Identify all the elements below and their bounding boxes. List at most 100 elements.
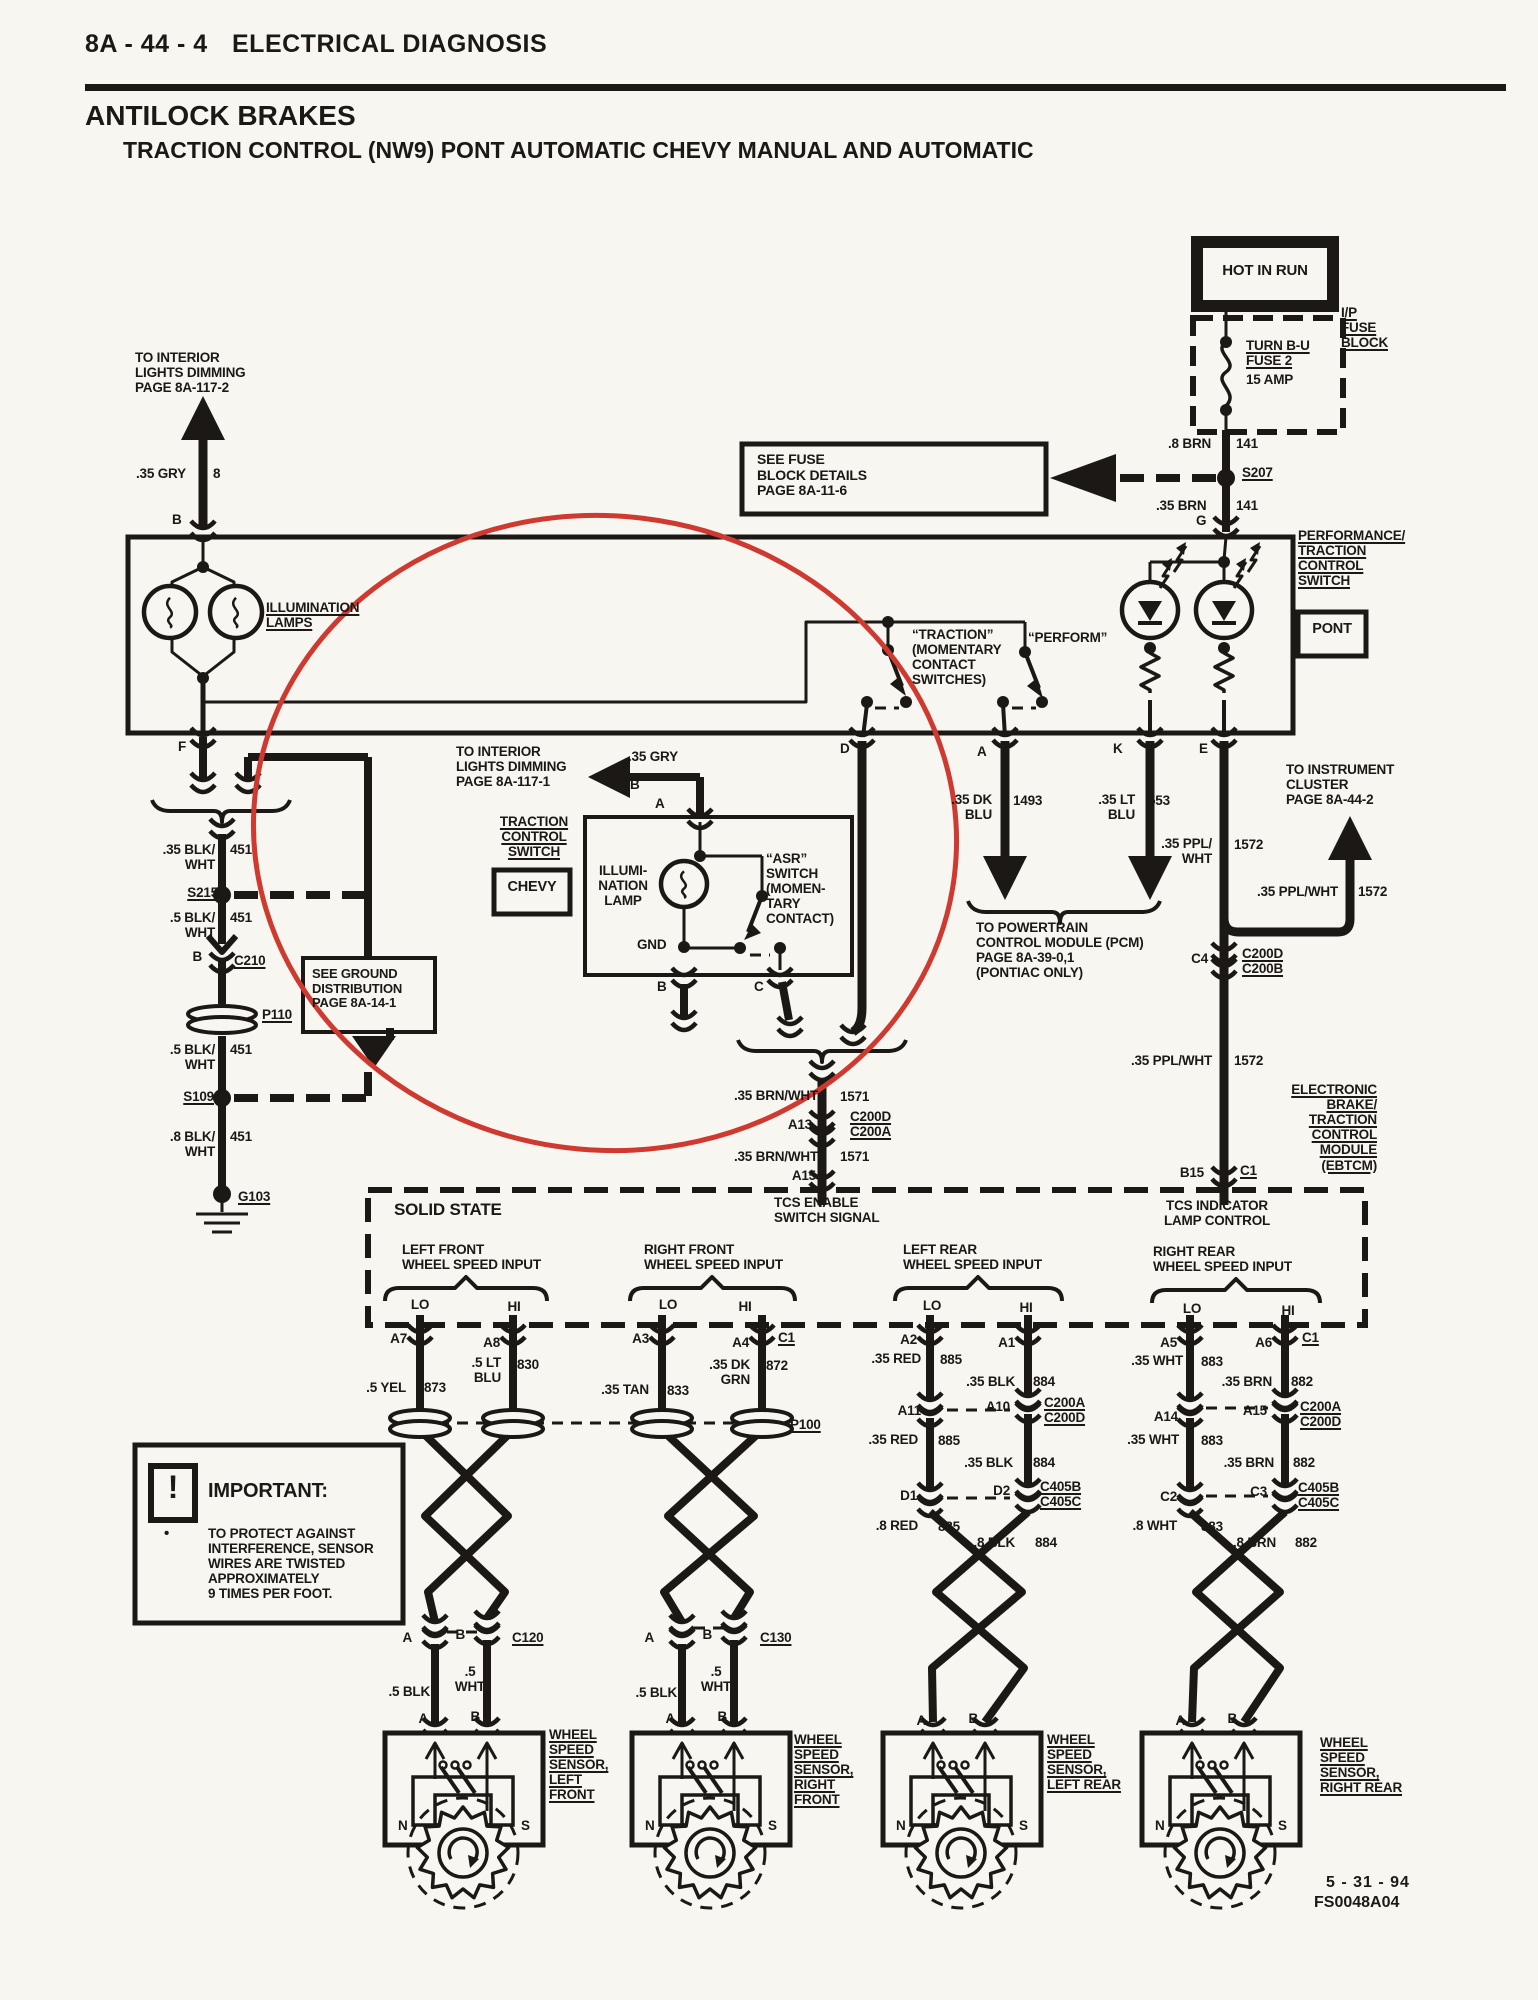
pin-a4: A4: [732, 1335, 749, 1350]
conn-c1-b15: C1: [1240, 1163, 1257, 1178]
wire-833-gauge: .35 TAN: [601, 1382, 649, 1397]
rr-lo: LO: [1182, 1301, 1202, 1316]
section-title: ANTILOCK BRAKES: [85, 100, 356, 131]
term-a-lf: A: [418, 1711, 428, 1726]
pin-a8: A8: [483, 1335, 500, 1350]
pin-d2: D2: [993, 1483, 1010, 1498]
sensor-rr-title: WHEEL SPEED SENSOR, RIGHT REAR: [1320, 1735, 1402, 1796]
wire-883c-circuit: 883: [1201, 1519, 1223, 1534]
conn-c200-rr: C200A C200D: [1300, 1399, 1342, 1430]
term-k: K: [1113, 741, 1123, 756]
wire-1571b-gauge: .35 BRN/WHT: [733, 1149, 818, 1164]
wire-451b-gauge: .5 BLK/ WHT: [169, 910, 215, 941]
rf-pole-s: S: [768, 1818, 777, 1833]
wire-5blk-rf: .5 BLK: [635, 1685, 677, 1700]
ref-instrument-cluster: TO INSTRUMENT CLUSTER PAGE 8A-44-2: [1286, 762, 1395, 808]
pin-a11: A11: [897, 1403, 922, 1418]
term-a-c120: A: [402, 1630, 412, 1645]
ground-g103: G103: [238, 1189, 271, 1204]
term-a-c130: A: [644, 1630, 654, 1645]
wire-883c-gauge: .8 WHT: [1132, 1518, 1177, 1533]
term-b-chevy: B: [657, 979, 667, 994]
chapter-title: ELECTRICAL DIAGNOSIS: [232, 30, 548, 58]
performance-switch-title: PERFORMANCE/ TRACTION CONTROL SWITCH: [1298, 528, 1406, 589]
wire-872-circuit: 872: [766, 1358, 788, 1373]
pin-a15: A15: [791, 1168, 816, 1183]
wire-451b-circuit: 451: [230, 910, 252, 925]
conn-c120: C120: [512, 1630, 544, 1645]
sensor-lr-title: WHEEL SPEED SENSOR, LEFT REAR: [1047, 1732, 1121, 1793]
wire-883a-circuit: 883: [1201, 1354, 1223, 1369]
wire-1572b-gauge: .35 PPL/WHT: [1256, 884, 1338, 899]
lr-pole-s: S: [1019, 1818, 1028, 1833]
lr-lo: LO: [922, 1298, 942, 1313]
ref-interior-dimming-1: TO INTERIOR LIGHTS DIMMING PAGE 8A-117-1: [456, 744, 567, 790]
wire-882b-gauge: .35 BRN: [1223, 1455, 1275, 1470]
wire-884b-gauge: .35 BLK: [964, 1455, 1013, 1470]
chevy-tag: CHEVY: [507, 879, 557, 895]
wire-872-gauge: .35 DK GRN: [709, 1357, 750, 1388]
important-exclaim: !: [167, 1469, 179, 1505]
wire-883a-gauge: .35 WHT: [1131, 1353, 1183, 1368]
wire-1572c-circuit: 1572: [1234, 1053, 1264, 1068]
splice-s109: S109: [183, 1089, 214, 1104]
wire-451c-gauge: .5 BLK/ WHT: [169, 1042, 215, 1073]
pin-d1: D1: [900, 1488, 917, 1503]
wire-1571a-gauge: .35 BRN/WHT: [733, 1088, 818, 1103]
wire-451a-circuit: 451: [230, 842, 252, 857]
term-b-lr: B: [968, 1711, 978, 1726]
wire-873-gauge: .5 YEL: [366, 1380, 406, 1395]
pin-a7: A7: [390, 1331, 407, 1346]
lf-lo: LO: [410, 1297, 430, 1312]
wire-8brn-gauge: .8 BRN: [1168, 436, 1212, 451]
conn-c405-rr: C405B C405C: [1298, 1480, 1340, 1511]
wire-1572c-gauge: .35 PPL/WHT: [1130, 1053, 1212, 1068]
wire-884c-gauge: .8 BLK: [973, 1535, 1015, 1550]
figure-code: FS0048A04: [1314, 1894, 1400, 1911]
wire-gry8-circuit: 8: [213, 466, 221, 481]
splice-s215: S215: [187, 885, 218, 900]
term-b-lf: B: [470, 1709, 480, 1724]
tcs-indicator-label: TCS INDICATOR LAMP CONTROL: [1163, 1198, 1271, 1229]
term-g: G: [1196, 513, 1207, 528]
rf-lo: LO: [658, 1297, 678, 1312]
pont-tag: PONT: [1312, 621, 1352, 637]
rf-pole-n: N: [645, 1818, 655, 1833]
pin-a14: A14: [1153, 1409, 1178, 1424]
solid-state-label: SOLID STATE: [394, 1200, 502, 1219]
wire-882b-circuit: 882: [1293, 1455, 1315, 1470]
wire-35brn-circuit: 141: [1236, 498, 1258, 513]
pin-a2: A2: [900, 1332, 917, 1347]
pin-b15: B15: [1179, 1165, 1204, 1180]
wire-gry-chevy-gauge: .35 GRY: [628, 749, 678, 764]
term-b-panel: B: [172, 512, 182, 527]
wire-873-circuit: 873: [424, 1380, 446, 1395]
pin-a6: A6: [1255, 1335, 1272, 1350]
wire-885b-gauge: .35 RED: [868, 1432, 918, 1447]
wire-1493-gauge: .35 DK BLU: [951, 792, 992, 823]
wire-553-circuit: 553: [1148, 793, 1170, 808]
wire-gry8-gauge: .35 GRY: [136, 466, 186, 481]
wire-885a-gauge: .35 RED: [871, 1351, 921, 1366]
wire-833-circuit: 833: [667, 1383, 689, 1398]
conn-c1-rr: C1: [1302, 1330, 1319, 1345]
tcs-enable-label: TCS ENABLE SWITCH SIGNAL: [774, 1195, 880, 1226]
lf-pole-n: N: [398, 1818, 408, 1833]
wire-8brn-circuit: 141: [1236, 436, 1258, 451]
pin-a10: A10: [985, 1399, 1010, 1414]
sensor-lf-title: WHEEL SPEED SENSOR, LEFT FRONT: [549, 1727, 609, 1803]
wire-884b-circuit: 884: [1033, 1455, 1055, 1470]
term-b-c120: B: [455, 1627, 465, 1642]
wire-1572a-gauge: .35 PPL/ WHT: [1161, 836, 1212, 867]
conn-c200d-c200b: C200D C200B: [1242, 946, 1284, 977]
ebtcm-title: ELECTRONIC BRAKE/ TRACTION CONTROL MODUL…: [1291, 1082, 1377, 1173]
conn-c210: C210: [234, 953, 266, 968]
term-f: F: [178, 739, 187, 754]
header-rule: [85, 84, 1506, 91]
wire-451d-gauge: .8 BLK/ WHT: [169, 1129, 215, 1160]
wire-883b-gauge: .35 WHT: [1127, 1432, 1179, 1447]
term-a-panel: A: [977, 744, 987, 759]
term-c4: C4: [1191, 951, 1208, 966]
wire-884a-circuit: 884: [1033, 1374, 1055, 1389]
